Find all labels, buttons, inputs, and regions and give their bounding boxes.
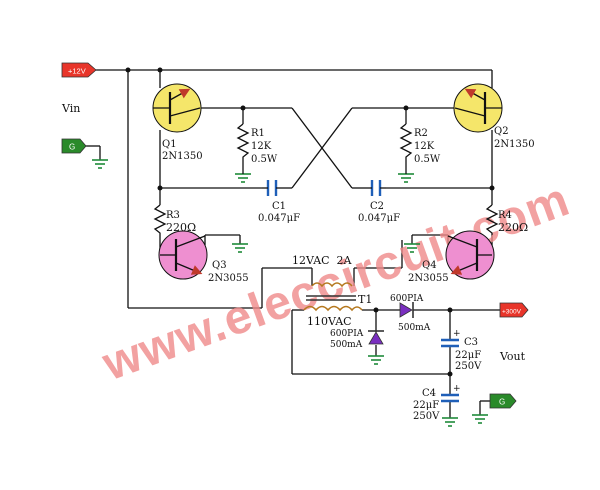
q1-part: 2N1350 <box>162 151 203 162</box>
capacitor-c2 <box>370 180 382 196</box>
d1-current: 500mA <box>330 340 363 350</box>
c4-ref: C4 <box>422 388 436 399</box>
q4-part: 2N3055 <box>408 273 449 284</box>
d2-part: 600PIA <box>390 294 424 304</box>
ground-icon <box>92 159 108 169</box>
r2-ref: R2 <box>414 128 428 139</box>
svg-text:+: + <box>453 329 461 339</box>
r1-ref: R1 <box>251 128 265 139</box>
t1-secondary: 12VAC 2A <box>292 254 353 267</box>
transformer-t1 <box>303 282 363 312</box>
terminal-vout-ground: G <box>489 393 517 409</box>
resistor-r2 <box>399 123 413 160</box>
c4-voltage: 250V <box>413 411 440 422</box>
q3-part: 2N3055 <box>208 273 249 284</box>
resistor-r3 <box>153 204 167 235</box>
c1-ref: C1 <box>272 201 286 212</box>
r1-power: 0.5W <box>251 154 278 165</box>
q2-part: 2N1350 <box>494 139 535 150</box>
diode-d2 <box>399 302 414 318</box>
wiring <box>85 69 500 418</box>
terminal-plus300v: +300V <box>499 302 529 318</box>
svg-text:+: + <box>453 384 461 394</box>
q1-ref: Q1 <box>162 139 177 150</box>
r2-value: 12K <box>414 141 435 152</box>
capacitor-c4: + <box>441 384 461 403</box>
t1-primary: 110VAC <box>307 315 352 328</box>
svg-text:G: G <box>499 398 505 407</box>
ground-icon <box>398 173 414 183</box>
ground-icon <box>442 417 458 427</box>
c4-value: 22μF <box>413 400 439 411</box>
ground-icon <box>368 355 384 365</box>
capacitor-c1 <box>266 180 278 196</box>
resistor-r4 <box>485 204 499 235</box>
transistor-q2 <box>453 83 503 133</box>
transistor-q4 <box>445 230 495 280</box>
c1-value: 0.047μF <box>258 213 300 224</box>
t1-ref: T1 <box>358 293 372 306</box>
ground-icon <box>235 173 251 183</box>
resistor-r1 <box>236 123 250 160</box>
transistor-q3 <box>158 230 208 280</box>
c3-ref: C3 <box>464 337 478 348</box>
r3-ref: R3 <box>166 210 180 221</box>
vout-label: Vout <box>499 350 526 363</box>
c3-voltage: 250V <box>455 361 482 372</box>
svg-text:+300V: +300V <box>502 309 522 316</box>
r1-value: 12K <box>251 141 272 152</box>
q2-ref: Q2 <box>494 126 509 137</box>
vin-label: Vin <box>61 102 80 115</box>
q4-ref: Q4 <box>422 260 437 271</box>
svg-text:+12V: +12V <box>68 67 86 76</box>
capacitor-c3: + <box>441 329 461 348</box>
svg-text:G: G <box>69 143 75 152</box>
junction-dots <box>125 67 495 377</box>
terminal-plus12v: +12V <box>61 62 97 78</box>
ground-icon <box>404 243 420 253</box>
transistor-q1 <box>152 83 202 133</box>
ground-icon <box>232 243 248 253</box>
c2-ref: C2 <box>370 201 384 212</box>
r4-value: 220Ω <box>498 221 528 234</box>
r3-value: 220Ω <box>166 221 196 234</box>
diode-d1 <box>368 330 384 345</box>
d2-current: 500mA <box>398 323 431 333</box>
d1-part: 600PIA <box>330 329 364 339</box>
c2-value: 0.047μF <box>358 213 400 224</box>
c3-value: 22μF <box>455 350 481 361</box>
q3-ref: Q3 <box>212 260 227 271</box>
terminal-vin-ground: G <box>61 138 87 154</box>
r4-ref: R4 <box>498 210 512 221</box>
r2-power: 0.5W <box>414 154 441 165</box>
ground-icon <box>472 414 488 424</box>
